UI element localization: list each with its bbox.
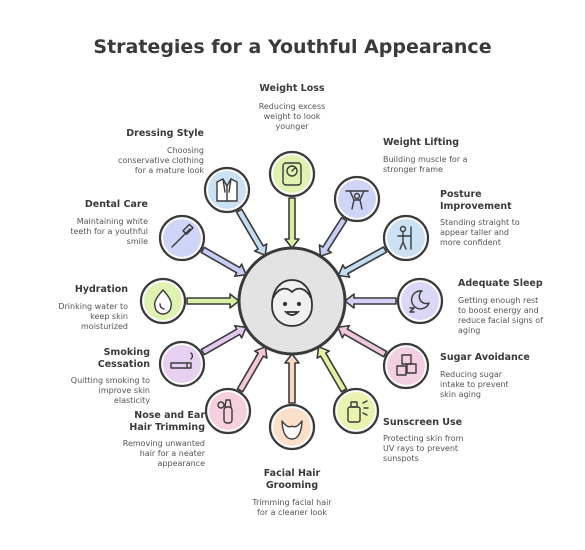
spoke-node-6 (316, 346, 380, 435)
label-title: Sugar Avoidance (440, 352, 530, 363)
node-fill (163, 345, 201, 383)
label-title: Hydration (74, 284, 128, 295)
arrow (186, 293, 240, 309)
arrow (316, 346, 348, 393)
spoke-node-10 (139, 277, 240, 325)
suit-jacket-icon (216, 178, 238, 202)
water-drop-icon (153, 289, 173, 315)
page-title: Strategies for a Youthful Appearance (93, 36, 492, 58)
arrow (318, 216, 348, 258)
arrow (337, 246, 388, 278)
no-smoking-icon (170, 352, 194, 369)
moon-sleep-icon (409, 290, 430, 313)
arrow (235, 208, 268, 257)
arrow (344, 293, 397, 309)
spoke-node-7 (268, 353, 316, 451)
spokes-layer (139, 150, 444, 451)
sunscreen-icon (347, 400, 369, 423)
label-title: Weight Loss (259, 83, 325, 94)
smiling-face-icon (271, 279, 313, 327)
node-fill (209, 392, 247, 430)
arrow (236, 346, 268, 393)
spoke-node-3 (337, 214, 430, 278)
center-face-node (237, 246, 347, 356)
arrow (284, 197, 300, 249)
spoke-node-9 (158, 324, 247, 388)
arrow (200, 324, 247, 356)
node-fill (163, 219, 201, 257)
toothbrush-icon (171, 223, 194, 248)
node-fill (337, 392, 375, 430)
arrow (200, 246, 247, 278)
scale-icon (282, 162, 302, 186)
spoke-node-1 (268, 150, 316, 249)
label-title: Sunscreen Use (383, 417, 463, 428)
label-title: Weight Lifting (383, 137, 460, 148)
spoke-node-8 (204, 346, 268, 435)
standing-person-icon (397, 225, 412, 250)
beard-icon (281, 420, 303, 440)
node-fill (273, 155, 311, 193)
spoke-node-5 (337, 324, 430, 390)
arrow (337, 324, 388, 358)
spoke-node-4 (344, 277, 444, 325)
node-fill (387, 219, 425, 257)
spoke-node-12 (203, 166, 268, 257)
weightlifter-icon (345, 190, 369, 210)
spoke-node-2 (318, 175, 381, 258)
sugar-cubes-icon (396, 354, 417, 376)
label-title: Adequate Sleep (458, 278, 543, 289)
label-title: Dressing Style (126, 128, 204, 139)
trimmer-icon (217, 399, 233, 424)
arrow (284, 353, 300, 404)
spoke-node-11 (158, 214, 247, 278)
label-title: Dental Care (84, 199, 148, 210)
